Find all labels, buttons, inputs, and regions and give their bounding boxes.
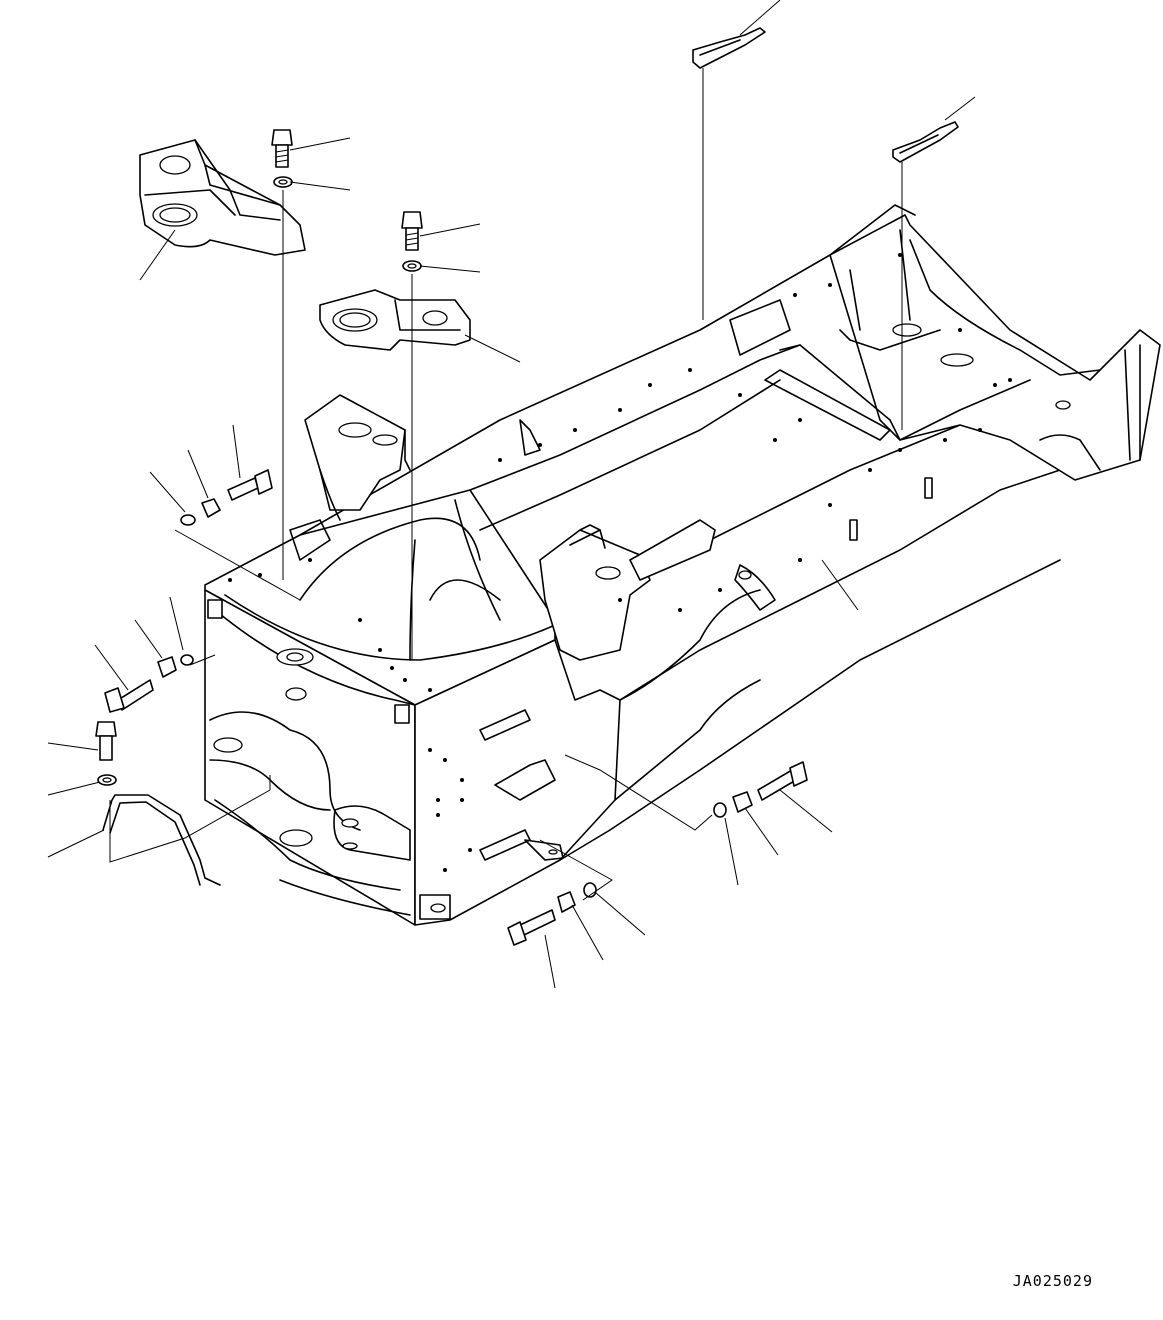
main-frame [204, 204, 1161, 926]
washer-6 [713, 802, 727, 818]
hardware-bolts [95, 129, 808, 946]
top-straps [692, 0, 976, 163]
bolt-2 [401, 211, 423, 251]
leader-lines [47, 68, 903, 989]
mount-bracket-center [319, 289, 471, 351]
drawing-id-label: JA025029 [1012, 1272, 1093, 1290]
bolt-3 [227, 469, 273, 501]
bolt-6 [757, 761, 808, 801]
nut-6 [732, 791, 753, 813]
nut-7 [557, 891, 576, 913]
bolt-4 [104, 679, 154, 713]
bolt-5 [95, 721, 117, 761]
nut-4 [157, 656, 177, 678]
frame-holes [228, 253, 1012, 872]
bolt-7 [507, 909, 556, 946]
nut-3 [201, 498, 221, 518]
washer-4 [180, 654, 194, 666]
washer-3 [180, 514, 196, 526]
clamp-bracket [102, 794, 221, 886]
mount-bracket-left [139, 139, 306, 256]
bolt-1 [271, 129, 293, 168]
